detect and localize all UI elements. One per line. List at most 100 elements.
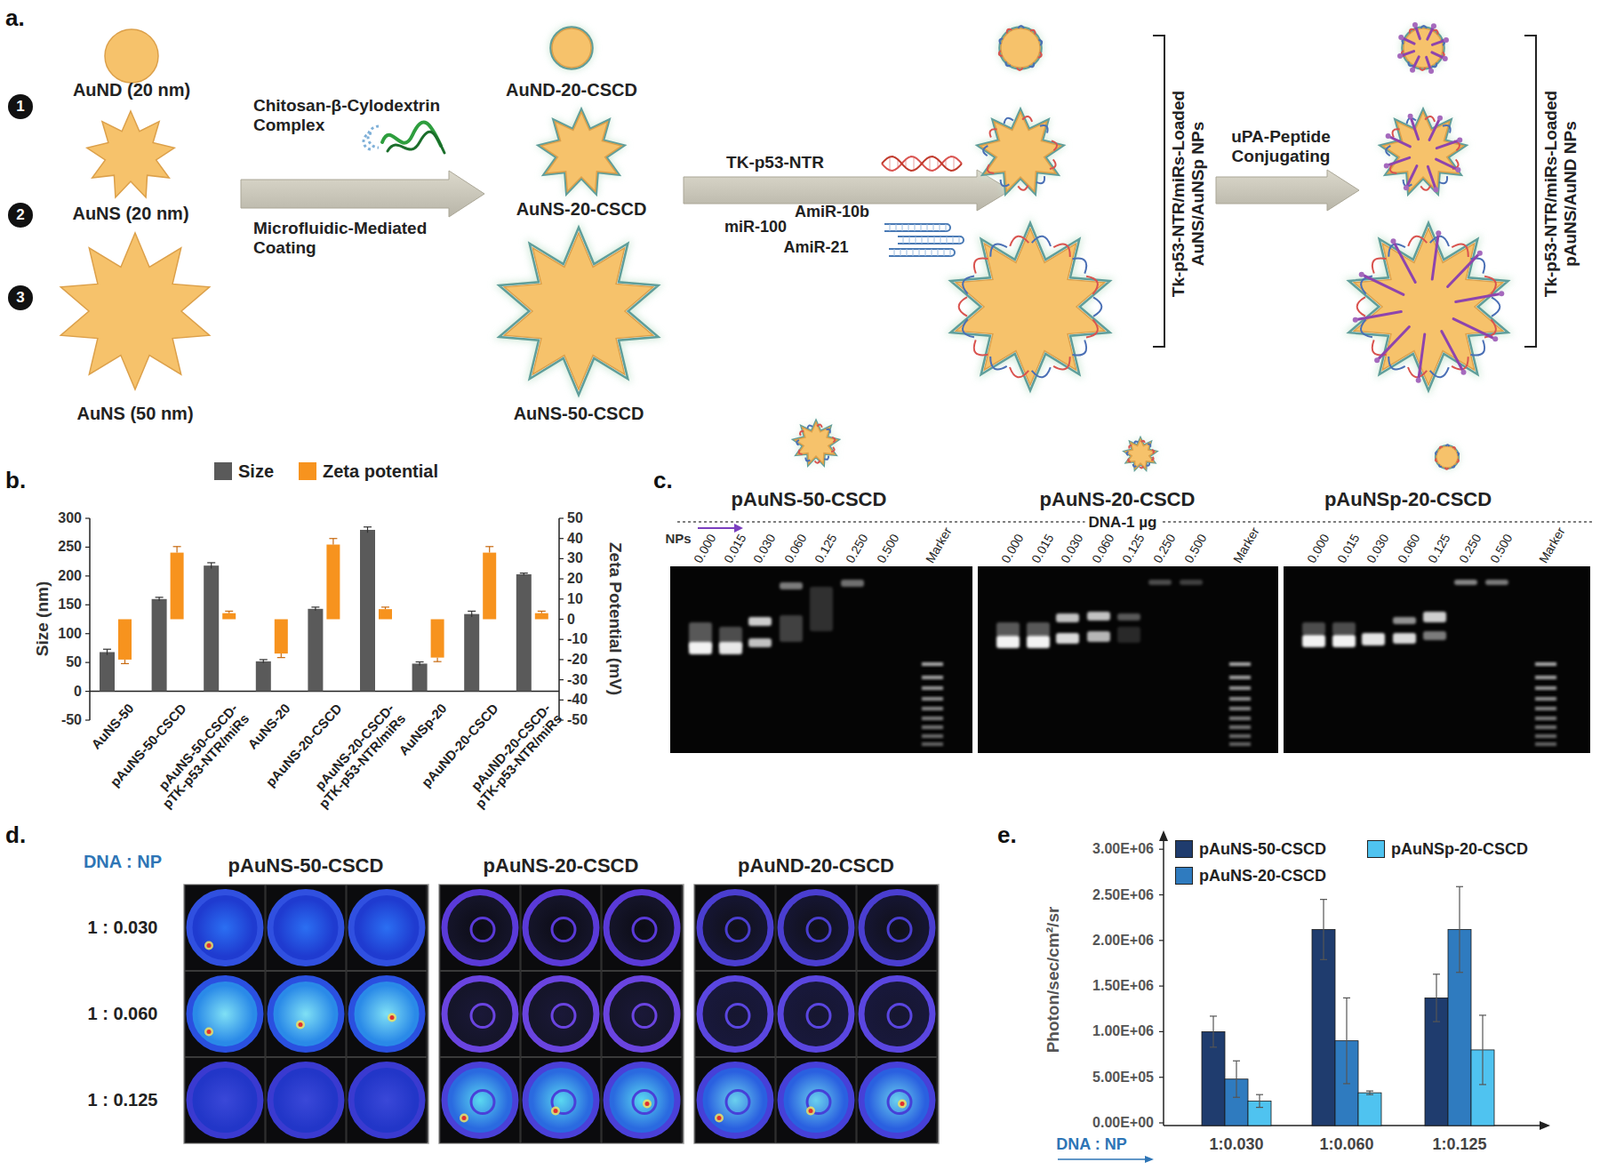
- axis-tick: 300: [57, 510, 82, 527]
- size-bar: [256, 661, 272, 692]
- axis-tick: 200: [57, 568, 82, 584]
- signal-hotspot: [806, 1106, 816, 1116]
- well-inner-ring: [726, 1004, 750, 1028]
- signal-hotspot: [207, 1029, 212, 1034]
- signal-hotspot: [387, 1013, 397, 1023]
- particle-node: AuNS (50 nm): [53, 232, 217, 424]
- nucleic-acid-strand: [1432, 63, 1438, 68]
- category-label: 1:0.060: [1319, 1135, 1374, 1154]
- nucleic-acid-strand: [1036, 176, 1045, 184]
- axis-tick: 2.50E+06: [1092, 886, 1154, 903]
- gel-band: [809, 586, 833, 632]
- well-cell: [520, 885, 601, 971]
- well-cell: [440, 885, 520, 971]
- well-cell: [440, 971, 520, 1057]
- nucleic-acid-strand: [1151, 456, 1153, 461]
- dna-rung: [929, 156, 931, 170]
- nucleic-acid-strand: [1408, 61, 1414, 66]
- well-signal: [189, 978, 261, 1050]
- coating-shell: [1401, 26, 1444, 69]
- coating-glow: [549, 25, 595, 72]
- well-inner-ring: [888, 1004, 912, 1028]
- zeta-bar: [274, 619, 288, 655]
- well-signal: [444, 1064, 516, 1136]
- mirna-rung: [928, 236, 929, 244]
- well-signal: [780, 892, 852, 964]
- nucleic-acid-strand: [1072, 340, 1087, 356]
- lane-label: 0.125: [1424, 531, 1453, 566]
- well-inner-ring: [632, 1090, 656, 1114]
- particle-label: AuND-20-CSCD: [505, 80, 638, 101]
- gold-core: [1000, 28, 1040, 68]
- well-signal: [189, 892, 261, 964]
- signal-hotspot: [900, 1101, 905, 1106]
- nucleic-acid-strand: [1032, 367, 1051, 377]
- well-cell: [184, 1057, 265, 1144]
- tick-mark: [85, 690, 90, 692]
- nucleic-acid-strand: [824, 456, 829, 460]
- peptide-head: [1431, 23, 1437, 29]
- callout-number: 1: [8, 94, 33, 120]
- legend-text: Size: [238, 461, 274, 482]
- well-cell: [440, 1057, 520, 1144]
- gold-core: [980, 112, 1062, 192]
- coating-shell: [950, 223, 1110, 391]
- gold-core: [60, 232, 209, 390]
- coating-glow: [792, 418, 840, 467]
- nucleic-acid-strand: [999, 50, 1003, 56]
- ladder-band: [1535, 675, 1557, 680]
- lane-label: 0.030: [1363, 531, 1392, 566]
- ladder-band: [921, 686, 944, 690]
- error-bar: [1345, 997, 1347, 1083]
- well-cell: [776, 885, 856, 971]
- mirna-rung: [900, 248, 902, 256]
- ladder-band: [1535, 716, 1557, 720]
- nucleic-acid-strand: [1040, 125, 1048, 134]
- ladder-band: [1535, 725, 1557, 729]
- mirna-label: miR-100: [724, 217, 787, 237]
- dna-rung: [913, 156, 915, 170]
- group-label: Tk-p53-NTR/miRs-Loaded AuNS/AuNSp NPs: [1168, 60, 1208, 328]
- mirna-rung: [920, 224, 922, 232]
- peptide-head: [1397, 53, 1403, 59]
- axis-title: Photon/sec/cm²/sr: [1043, 906, 1064, 1054]
- zeta-bar: [535, 613, 549, 620]
- nucleic-acid-strand: [1470, 340, 1485, 356]
- nucleic-acid-strand: [1141, 440, 1145, 443]
- coating-shell: [1435, 445, 1459, 469]
- tick-mark: [559, 658, 564, 660]
- well-inner-ring: [471, 918, 495, 942]
- error-cap: [1479, 1014, 1487, 1016]
- mirna-icon: [888, 248, 955, 256]
- tick-mark: [559, 699, 564, 701]
- peptide-chain: [1427, 166, 1436, 190]
- axis-tick: 0.00E+00: [1092, 1114, 1154, 1131]
- nucleic-acid-strand: [831, 447, 835, 452]
- gel-band: [1056, 632, 1080, 644]
- coating-shell: [1124, 438, 1157, 470]
- gel-band: [748, 638, 772, 648]
- axis-tick: 250: [57, 538, 82, 555]
- nucleic-acid-strand: [1152, 449, 1154, 454]
- peptide-chain: [1453, 319, 1496, 340]
- nucleic-acid-strand: [962, 319, 975, 337]
- tick-mark: [559, 639, 564, 640]
- mirna-rung: [915, 236, 917, 244]
- size-bar: [152, 599, 168, 692]
- nucleic-acid-strand: [1128, 458, 1131, 463]
- mirna-icon: [897, 236, 964, 244]
- ladder-band: [1229, 686, 1251, 690]
- peptide-head: [1374, 357, 1380, 363]
- zeta-bar: [170, 552, 184, 620]
- lane-label: 0.500: [873, 531, 902, 566]
- error-cap: [1256, 1094, 1264, 1096]
- well-cell: [346, 885, 427, 971]
- well-cell: [346, 1057, 427, 1144]
- nucleic-acid-strand: [1051, 140, 1057, 151]
- mirna-label: AmiR-10b: [794, 202, 870, 222]
- well-signal: [525, 1064, 597, 1136]
- gold-core: [504, 232, 653, 390]
- tick-mark: [1159, 1031, 1164, 1032]
- axis-label: DNA : NP: [1056, 1135, 1127, 1154]
